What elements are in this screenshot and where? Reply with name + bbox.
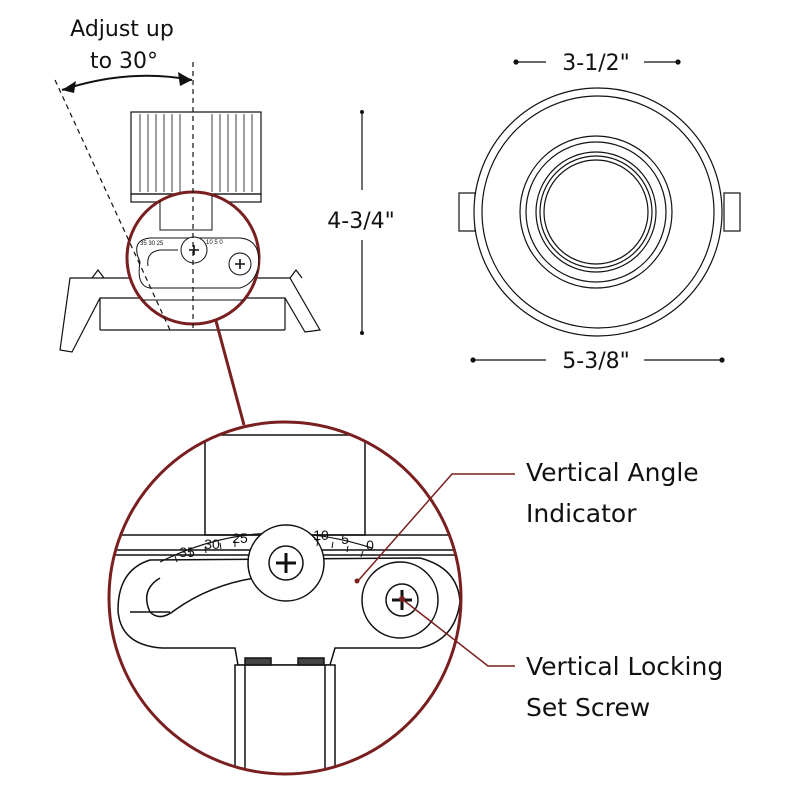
angle-indicator-leader [354,473,515,584]
scale-mark: 35 [179,544,195,560]
scale-mark: 5 [341,531,349,547]
angle-indicator-label-line1: Vertical Angle [526,458,699,487]
overall-width-dimension [470,357,725,363]
scale-mark: 25 [232,530,248,546]
locking-screw-label-line2: Set Screw [526,693,650,722]
aperture-width-label: 3-1/2" [562,51,629,76]
locking-screw-label-line1: Vertical Locking [526,652,723,681]
front-view-fixture [458,87,741,337]
overall-width-label: 5-3/8" [562,349,629,374]
scale-mark: 30 [204,536,220,552]
locking-screw-leader [399,596,515,667]
scale-mark: 0 [366,537,374,553]
heat-sink-fins [139,114,253,192]
scale-mark: 10 [313,527,329,543]
svg-text:35 30 25: 35 30 25 [140,241,164,247]
svg-text:10 5 0: 10 5 0 [206,240,223,246]
side-view-fixture [59,111,321,353]
tilt-label-line2: to 30° [90,49,158,74]
tilt-arrow [61,74,193,91]
height-dimension-label: 4-3/4" [327,209,394,234]
height-dimension [360,110,364,335]
detail-callout-small-circle: 35 30 25 10 5 0 [125,190,261,326]
detail-callout-large-circle [107,420,463,776]
tilt-label-line1: Adjust up [70,17,174,42]
detail-connector-line [214,320,246,426]
tilted-axis-line [54,79,171,331]
aperture-width-dimension [513,59,681,65]
angle-scale: 35 30 25 10 5 0 [179,527,374,560]
angle-indicator-label-line2: Indicator [526,499,637,528]
